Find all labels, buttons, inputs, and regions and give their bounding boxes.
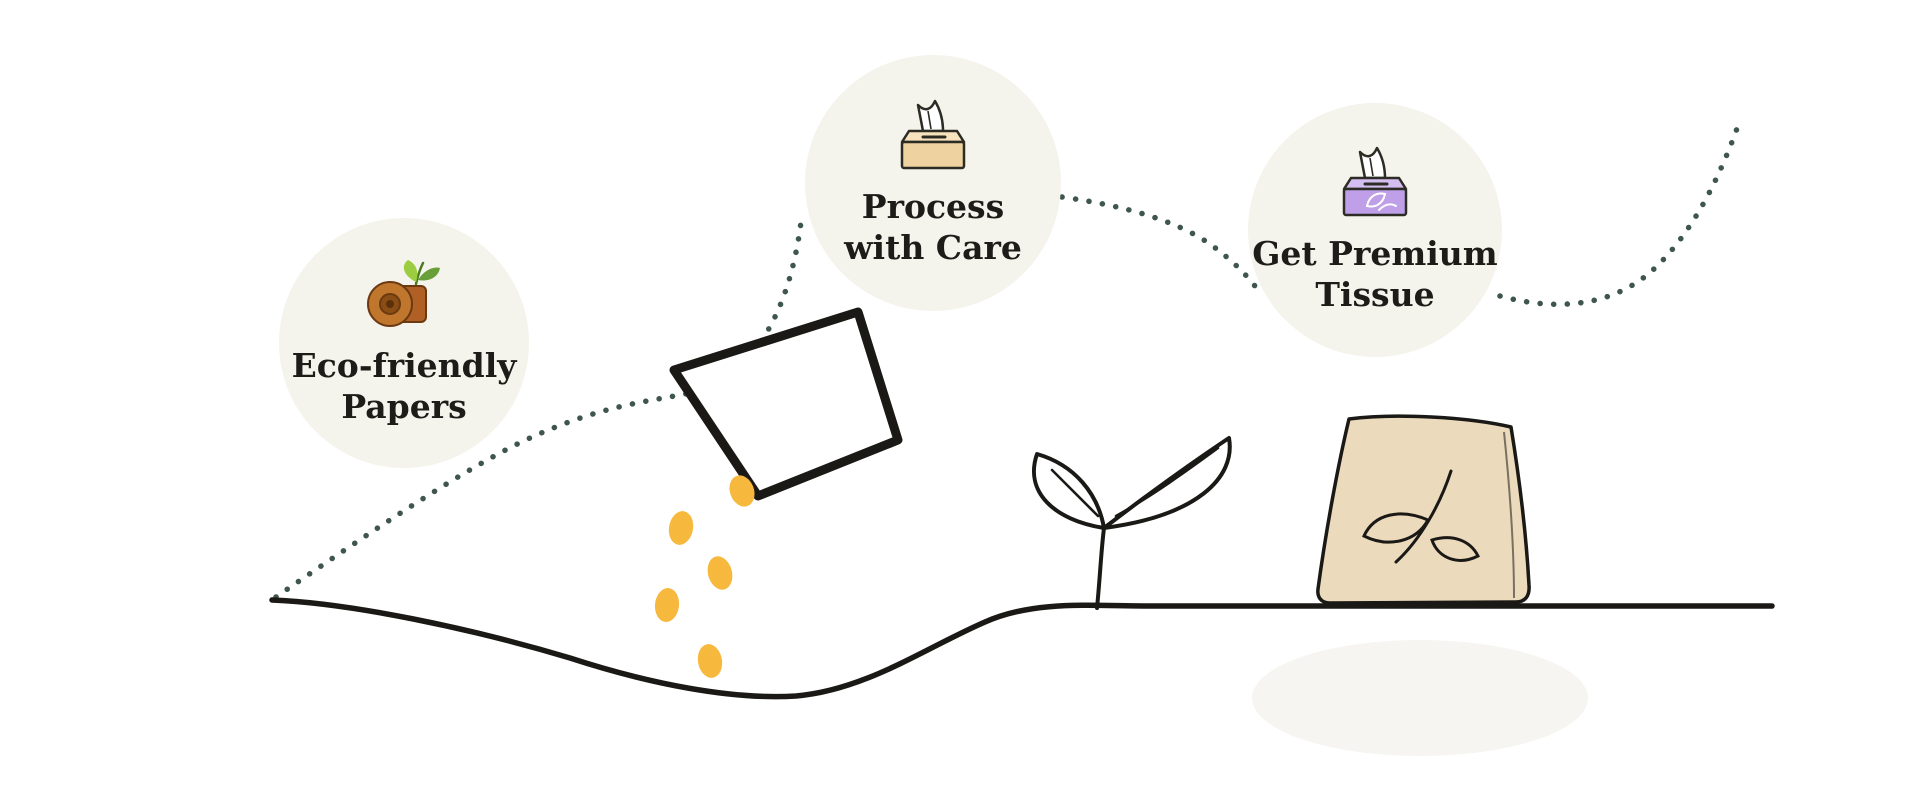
bag-crease [1503, 431, 1515, 599]
falling-seeds [654, 475, 755, 678]
bag-leaf-sketch [1362, 469, 1481, 564]
step-get-premium-tissue: Get Premium Tissue [1248, 103, 1502, 357]
step-label-line: with Care [844, 228, 1022, 267]
premium-tissue-box-icon [1342, 146, 1408, 217]
step-process-with-care: Process with Care [805, 55, 1061, 311]
bag-shadow [1252, 640, 1588, 756]
sprout-left-vein [1050, 468, 1100, 518]
tissue-pack-bag [1316, 414, 1531, 605]
step-label-line: Papers [341, 387, 467, 426]
step-label: Eco-friendly Papers [292, 346, 517, 428]
step-label: Get Premium Tissue [1252, 234, 1497, 316]
step-eco-friendly-papers: Eco-friendly Papers [279, 218, 529, 468]
leaf-mark-icon [1365, 192, 1397, 212]
sprout-plant [1031, 436, 1232, 610]
sprout-right-vein [1114, 446, 1220, 518]
dotted-segment-left [273, 219, 804, 600]
ground-line [269, 597, 1775, 700]
step-label-line: Tissue [1315, 275, 1435, 314]
step-label-line: Process [861, 187, 1005, 227]
dotted-connector-path [273, 117, 1743, 600]
step-label-line: Eco-friendly [291, 346, 517, 386]
seed-pouch [669, 307, 903, 501]
dotted-segment-right [1497, 117, 1743, 308]
sprout-left-leaf [1031, 452, 1106, 530]
step-label: Process with Care [844, 187, 1022, 269]
toilet-paper-roll-icon [367, 260, 440, 328]
step-label-line: Get Premium [1252, 234, 1498, 274]
dotted-segment-middle [1059, 194, 1261, 293]
sprout-stem [1095, 526, 1106, 610]
bag-body [1316, 414, 1531, 605]
tissue-box-icon [900, 99, 966, 170]
